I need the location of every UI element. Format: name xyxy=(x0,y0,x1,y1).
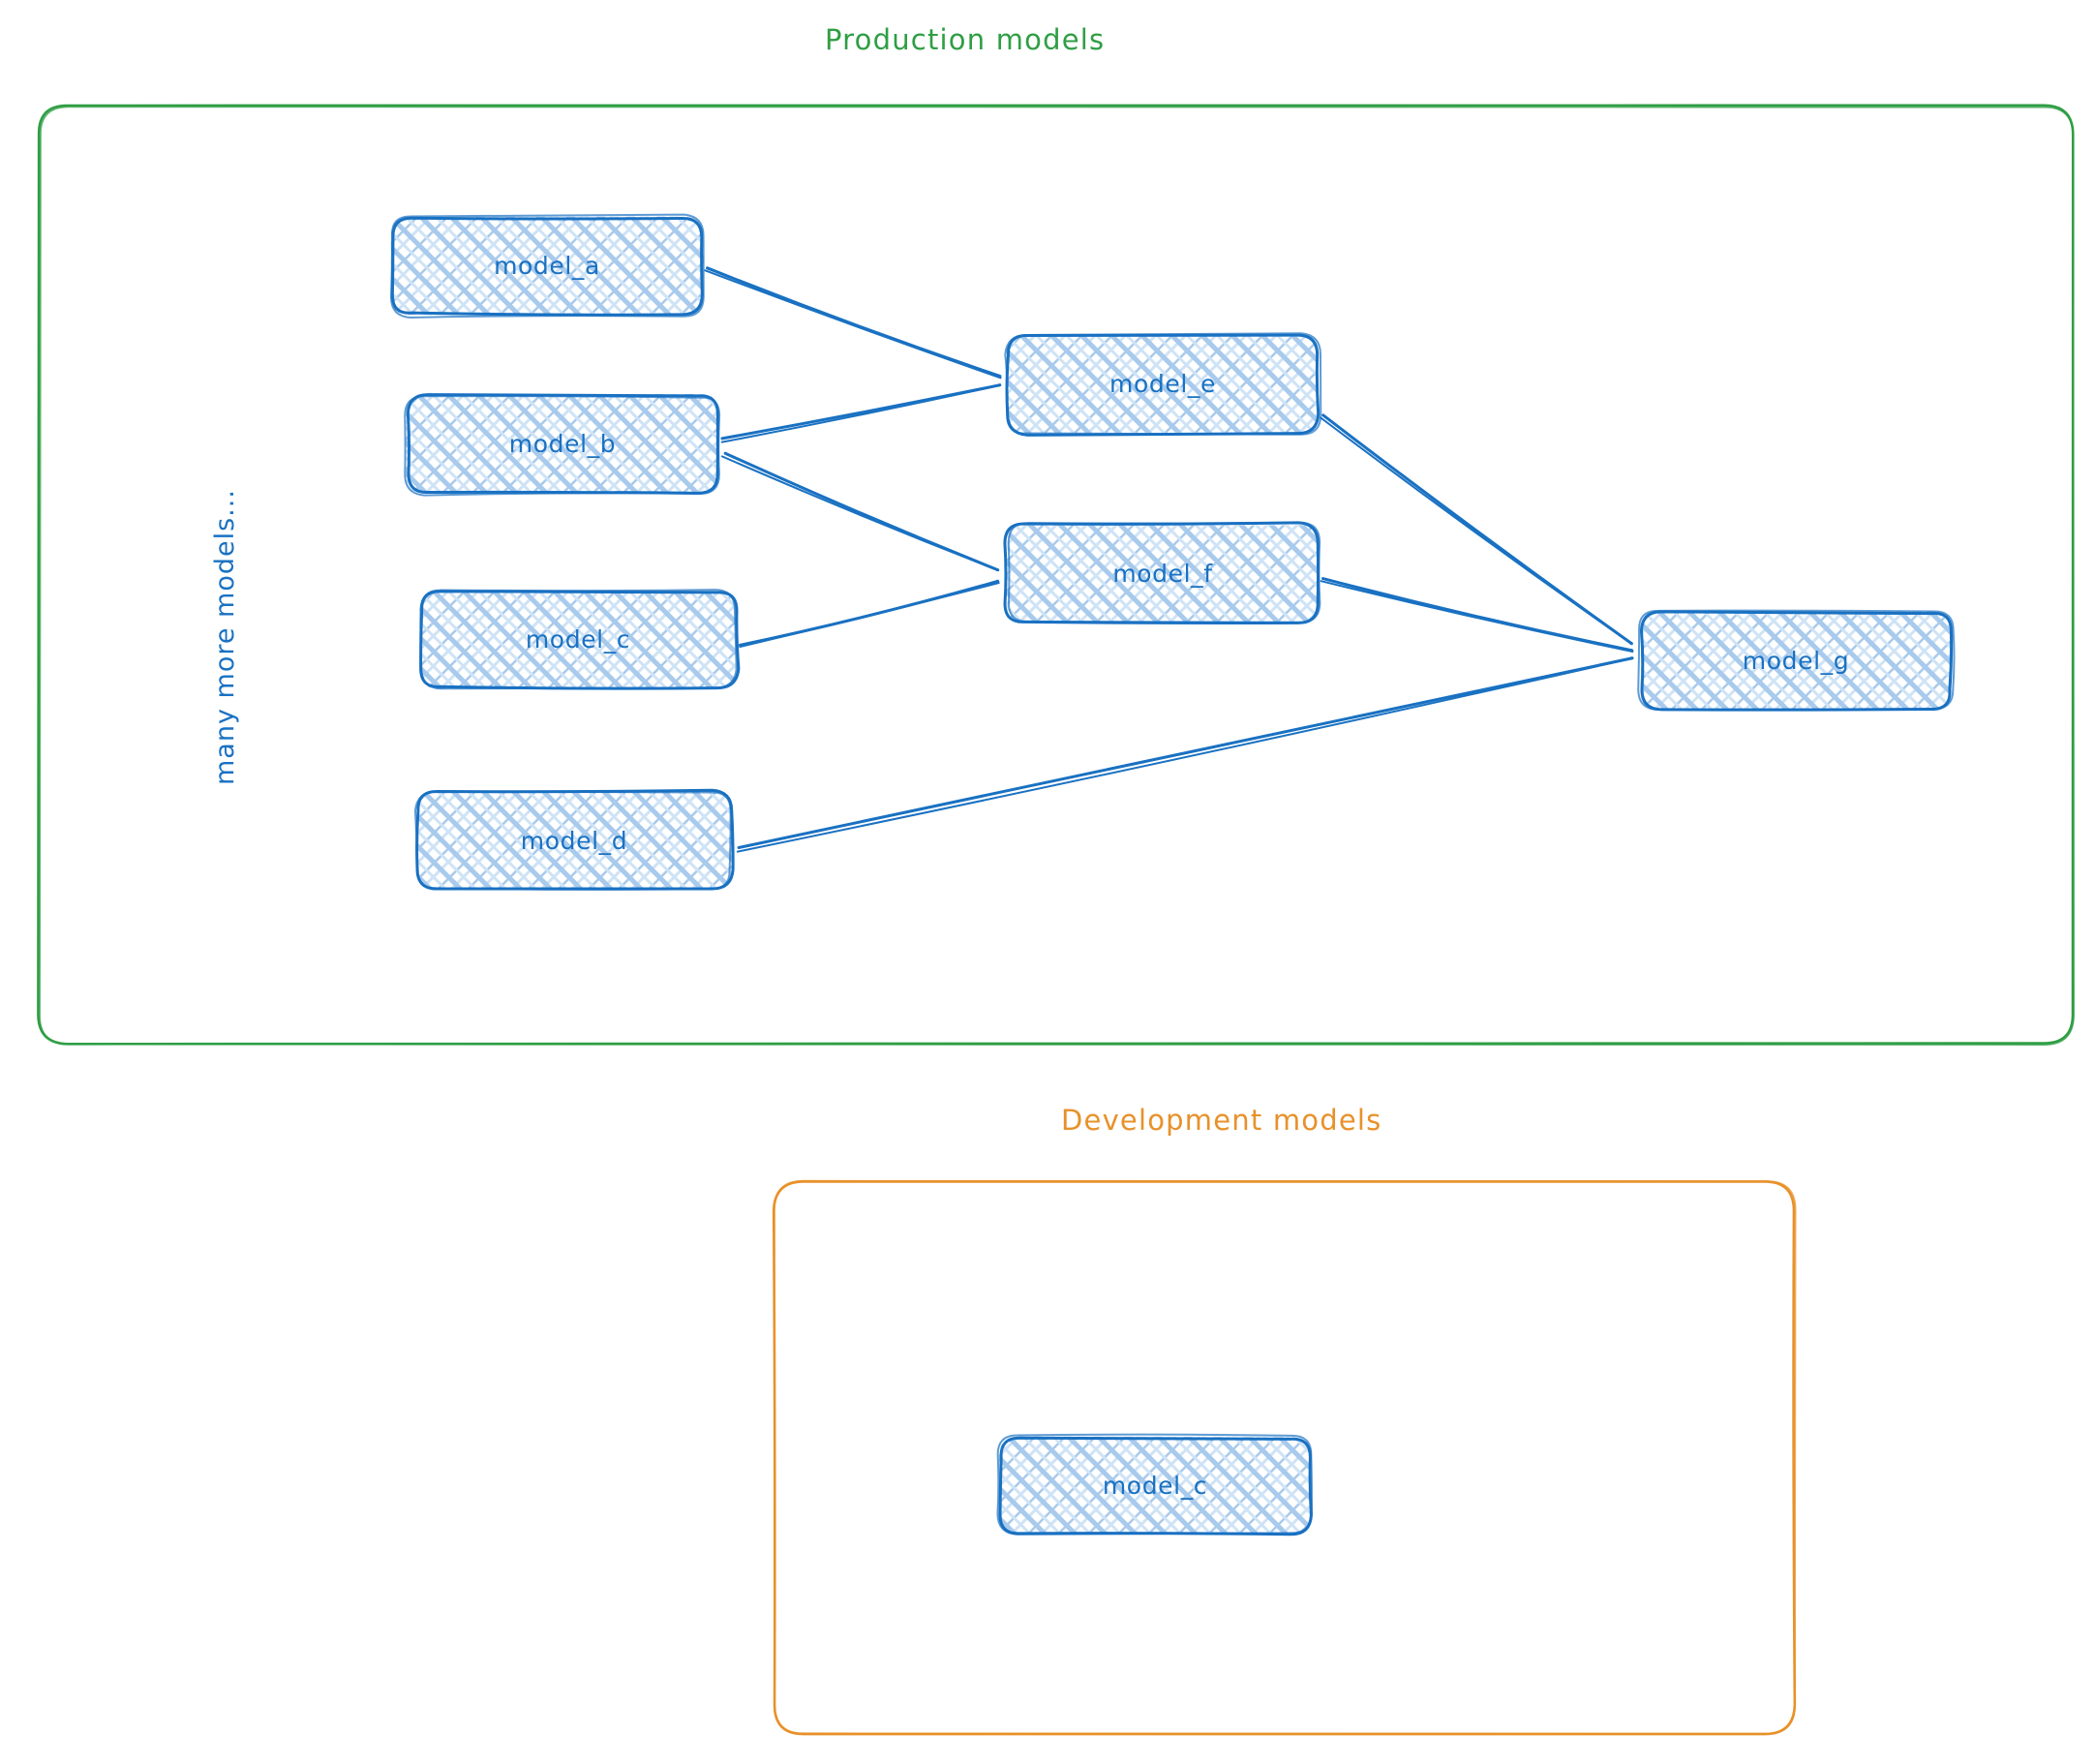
node-model_e[interactable]: model_e xyxy=(1007,334,1319,433)
edge-e-to-g xyxy=(1320,416,1633,645)
edge-b-to-f xyxy=(720,455,1000,572)
node-model_g[interactable]: model_g xyxy=(1640,612,1952,710)
node-label-model_g: model_g xyxy=(1742,647,1850,675)
group-label-production: Production models xyxy=(825,23,1106,56)
node-label-model_f: model_f xyxy=(1112,560,1213,588)
edge-b-to-f xyxy=(723,451,1000,569)
edge-c-to-f xyxy=(739,582,1000,649)
annotation-many-more: many more models... xyxy=(210,489,240,785)
edge-f-to-g xyxy=(1321,577,1634,651)
edge-b-to-e xyxy=(720,384,1002,443)
node-label-model_c: model_c xyxy=(525,625,631,654)
group-label-development: Development models xyxy=(1061,1104,1382,1137)
node-label-model_e: model_e xyxy=(1109,369,1216,398)
edge-f-to-g xyxy=(1320,580,1634,654)
node-model_d[interactable]: model_d xyxy=(416,792,732,890)
edge-c-to-f xyxy=(738,581,1000,647)
node-label-dev_model_c: model_c xyxy=(1102,1472,1208,1500)
node-label-model_a: model_a xyxy=(494,252,600,280)
edge-a-to-e xyxy=(704,269,1002,380)
edge-d-to-g xyxy=(737,658,1634,850)
node-label-model_b: model_b xyxy=(508,430,617,458)
node-model_a[interactable]: model_a xyxy=(391,217,703,315)
node-dev_model_c[interactable]: model_c xyxy=(999,1437,1311,1535)
edge-b-to-e xyxy=(720,385,1002,441)
edge-d-to-g xyxy=(736,657,1633,853)
edge-a-to-e xyxy=(706,266,1002,377)
node-label-model_d: model_d xyxy=(520,827,628,855)
node-model_f[interactable]: model_f xyxy=(1007,525,1319,623)
edge-e-to-g xyxy=(1321,413,1633,646)
node-model_b[interactable]: model_b xyxy=(407,395,718,493)
node-model_c[interactable]: model_c xyxy=(420,591,736,688)
